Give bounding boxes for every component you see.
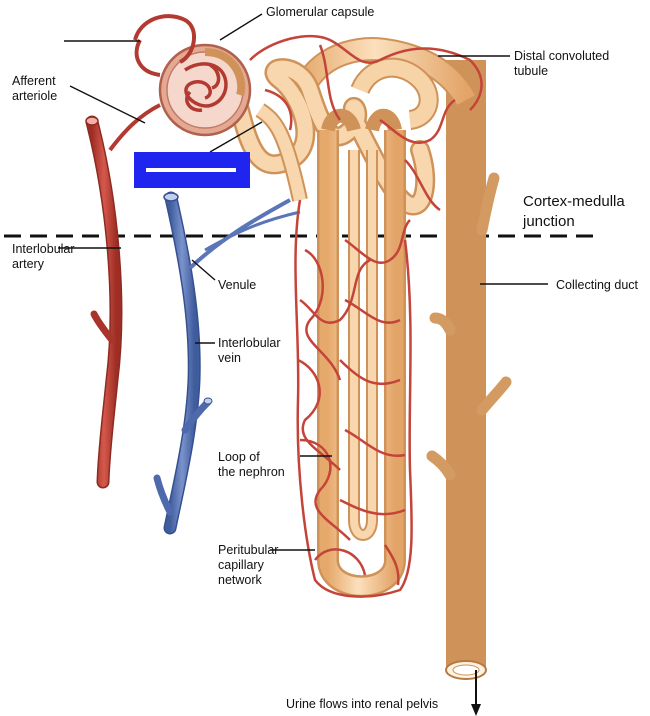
collecting-duct [426, 60, 512, 680]
label-glomerular-capsule: Glomerular capsule [266, 5, 375, 19]
label-cortex-medulla-junction: Cortex-medulla junction [523, 193, 625, 230]
interlobular-vein [153, 191, 301, 535]
urine-flow-arrow [471, 670, 481, 716]
blank-label-line [146, 168, 236, 172]
interlobular-artery [85, 115, 123, 489]
blank-label-box[interactable] [134, 152, 250, 188]
label-afferent-arteriole: Afferent arteriole [12, 74, 58, 103]
label-interlobular-vein: Interlobular vein [218, 336, 281, 365]
label-distal-convoluted-tubule: Distal convoluted tubule [514, 49, 610, 78]
label-venule: Venule [218, 278, 257, 292]
distal-convoluted-tubule [288, 37, 477, 130]
label-peritubular-capillary-network: Peritubular capillary network [218, 543, 279, 587]
label-loop-of-the-nephron: Loop of the nephron [218, 450, 285, 479]
leader-lines [58, 13, 548, 551]
label-interlobular-artery: Interlobular artery [12, 242, 75, 271]
glomerulus [184, 62, 228, 112]
label-collecting-duct: Collecting duct [556, 278, 638, 292]
peritubular-capillary-network [249, 34, 483, 598]
loop-of-the-nephron [317, 108, 406, 598]
label-urine-flow: Urine flows into renal pelvis [286, 697, 439, 711]
glomerular-capsule [158, 43, 252, 137]
afferent-arteriole [108, 14, 196, 152]
